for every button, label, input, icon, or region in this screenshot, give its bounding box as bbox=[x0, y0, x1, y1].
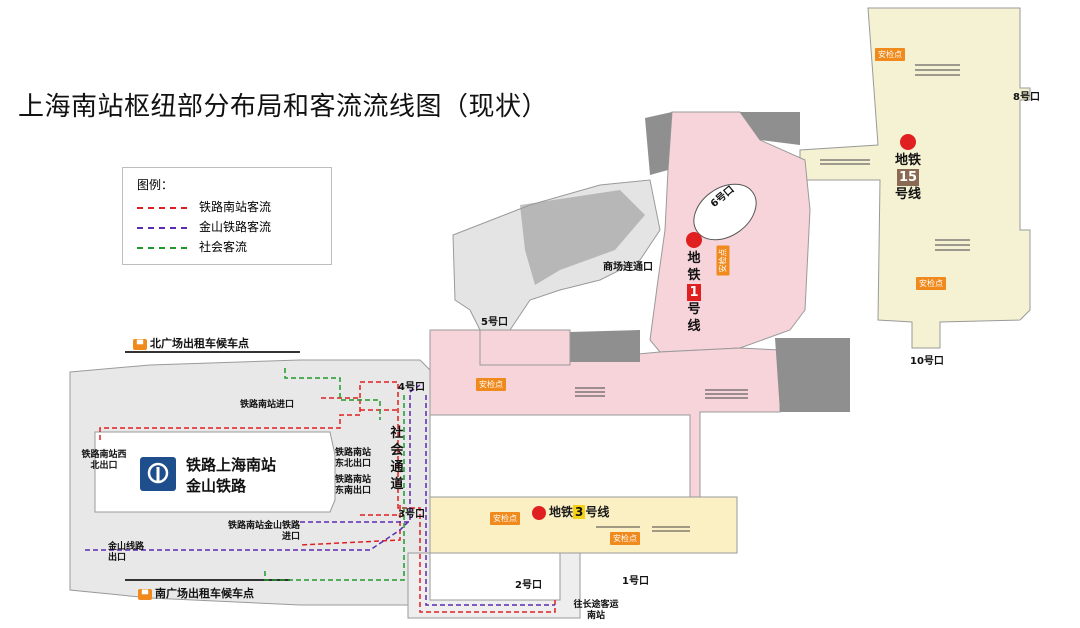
metro-label-text: 地铁 bbox=[895, 153, 922, 168]
security-badge: 安检点 bbox=[476, 378, 506, 391]
legend-item-social: 社会客流 bbox=[137, 238, 247, 256]
social-flow-lines bbox=[264, 368, 405, 581]
mall-link-label: 商场连通口 bbox=[603, 262, 653, 273]
legend-swatch-purple bbox=[137, 226, 187, 229]
dark-block-3 bbox=[775, 338, 850, 412]
legend-heading: 图例： bbox=[137, 178, 174, 192]
security-badge: 安检点 bbox=[490, 512, 520, 525]
taxi-icon: ▀ bbox=[138, 588, 152, 600]
coach-station-label: 往长途客运南站 bbox=[573, 600, 619, 621]
dark-block-5 bbox=[520, 190, 645, 285]
metro-logo-icon bbox=[686, 232, 702, 248]
metro-suffix: 号线 bbox=[687, 302, 701, 334]
exit-1: 1号口 bbox=[622, 576, 649, 587]
page-title: 上海南站枢纽部分布局和客流流线图（现状） bbox=[18, 92, 549, 122]
metro-suffix: 号线 bbox=[585, 505, 610, 519]
security-badge: 安检点 bbox=[716, 245, 730, 276]
legend-label: 金山铁路客流 bbox=[199, 220, 272, 234]
legend-label: 铁路南站客流 bbox=[199, 200, 272, 214]
exit-3: 3号口 bbox=[398, 509, 425, 520]
metro-logo-icon bbox=[532, 505, 546, 520]
dark-block-4 bbox=[570, 330, 640, 362]
jinshan-exit-label: 金山线路出口 bbox=[108, 542, 145, 563]
jinshan-flow-lines bbox=[85, 384, 555, 606]
exit-2: 2号口 bbox=[515, 580, 542, 591]
metro-suffix: 号线 bbox=[895, 187, 922, 202]
taxi-icon: ▀ bbox=[133, 338, 147, 350]
line3-number: 3 bbox=[573, 505, 586, 519]
exit-5: 5号口 bbox=[481, 317, 508, 328]
security-badge: 安检点 bbox=[916, 277, 946, 290]
legend-item-jinshan: 金山铁路客流 bbox=[137, 218, 271, 236]
social-passage-label: 社会通道 bbox=[390, 426, 404, 492]
railway-logo-icon bbox=[147, 462, 169, 484]
rail-nw-exit-label: 铁路南站西北出口 bbox=[81, 450, 127, 471]
metro-logo-icon bbox=[900, 134, 916, 150]
exit-10: 10号口 bbox=[910, 356, 944, 367]
legend-label: 社会客流 bbox=[199, 240, 248, 254]
station-name-line1: 铁路上海南站 bbox=[186, 456, 277, 474]
metro-label-text: 地铁 bbox=[549, 505, 574, 519]
railway-flow-lines bbox=[99, 381, 556, 613]
south-corridor bbox=[407, 552, 581, 619]
security-badge: 安检点 bbox=[610, 532, 640, 545]
pink-plaza bbox=[479, 329, 571, 366]
rail-se-exit-label: 铁路南站东南出口 bbox=[335, 475, 372, 496]
dark-block-2 bbox=[740, 112, 800, 145]
escalator-marks bbox=[575, 64, 970, 532]
station-name: 铁路上海南站 金山铁路 bbox=[186, 455, 276, 497]
metro-line15-label: 地铁 15 号线 bbox=[895, 134, 921, 203]
exit-4: 4号口 bbox=[398, 382, 425, 393]
railway-logo bbox=[140, 457, 176, 491]
exit-8: 8号口 bbox=[1013, 92, 1040, 103]
legend-swatch-green bbox=[137, 246, 187, 249]
metro-line1-label: 地铁 1 号线 bbox=[682, 232, 706, 335]
rail-entry-label: 铁路南站进口 bbox=[240, 400, 295, 410]
south-taxi-point: ▀南广场出租车候车点 bbox=[138, 585, 254, 601]
rail-jinshan-entry-label: 铁路南站金山铁路进口 bbox=[228, 521, 301, 542]
legend-swatch-red bbox=[137, 206, 187, 209]
line1-number: 1 bbox=[687, 284, 701, 301]
line15-number: 15 bbox=[896, 169, 920, 186]
metro-label-text: 地铁 bbox=[687, 251, 701, 283]
north-taxi-label: 北广场出租车候车点 bbox=[150, 337, 249, 350]
exit6-ellipse bbox=[693, 183, 757, 241]
security-badge: 安检点 bbox=[875, 48, 905, 61]
legend-item-railway: 铁路南站客流 bbox=[137, 198, 271, 216]
station-building bbox=[94, 431, 336, 513]
legend-box: 图例： 铁路南站客流 金山铁路客流 社会客流 bbox=[122, 167, 332, 265]
dark-block-1 bbox=[645, 112, 672, 175]
north-taxi-point: ▀北广场出租车候车点 bbox=[133, 335, 249, 351]
south-taxi-label: 南广场出租车候车点 bbox=[155, 587, 254, 600]
station-name-line2: 金山铁路 bbox=[186, 477, 247, 495]
rail-ne-exit-label: 铁路南站东北出口 bbox=[335, 448, 372, 469]
